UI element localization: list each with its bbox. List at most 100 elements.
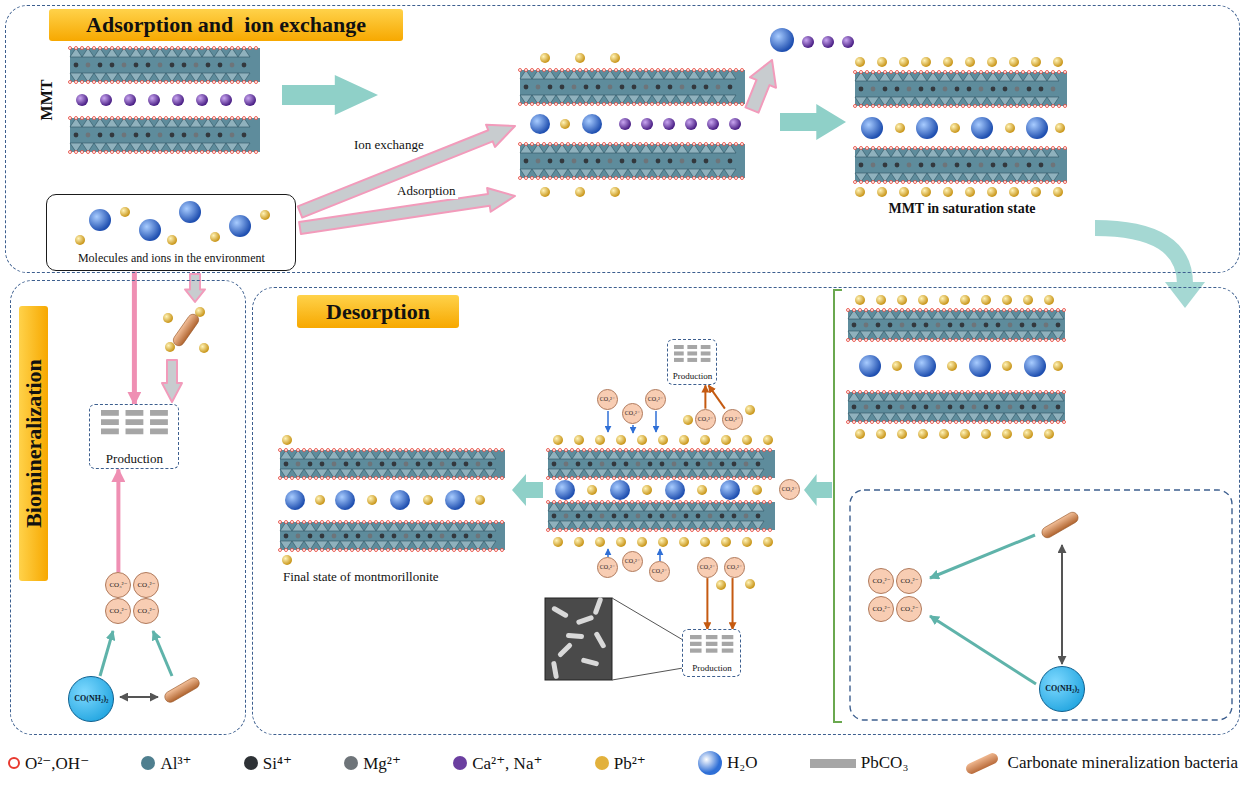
node-text: CO₃²⁻ [698, 416, 713, 422]
lead-ion [587, 485, 597, 495]
outlined-arrow [746, 60, 776, 113]
clay-layer [547, 501, 776, 532]
lead-ion [560, 119, 570, 129]
pbco3-bar [722, 642, 734, 646]
carbonate-ion: CO₃²⁻ [597, 389, 618, 410]
node-text: Production [106, 452, 163, 465]
exchangeable-cation [619, 118, 631, 130]
pbco3-bar [674, 345, 684, 349]
carbonate-ion: CO₃²⁻ [722, 409, 743, 430]
exchangeable-cation [802, 36, 814, 48]
lead-ion [987, 57, 997, 67]
pbco3-bar [701, 358, 711, 362]
water-molecule [179, 201, 201, 223]
pbco3-bar [690, 635, 702, 639]
lead-ion [540, 187, 550, 197]
region-outline [850, 490, 1232, 720]
water-molecule [1026, 117, 1048, 139]
sem-crystal [593, 597, 604, 616]
lead-ion [960, 295, 970, 305]
urea-molecule: CO(NH₂)₂ [68, 676, 114, 722]
water-molecule [390, 490, 410, 510]
lead-ion [199, 343, 209, 353]
water-molecule [285, 490, 305, 510]
lead-ion [120, 207, 130, 217]
carbonate-ion: CO₃²⁻ [622, 403, 643, 424]
lead-ion [1031, 187, 1041, 197]
water-molecule [530, 114, 550, 134]
node-text: CO₃²⁻ [782, 486, 797, 492]
water-molecule [971, 117, 993, 139]
exchangeable-cation [729, 118, 741, 130]
pbco3-bar [150, 420, 168, 426]
lead-ion [876, 429, 886, 439]
legend-swatch [595, 756, 609, 770]
lead-ion [943, 57, 953, 67]
legend-item: Al³⁺ [141, 753, 191, 774]
lead-ion [423, 495, 433, 505]
exchangeable-cation [685, 118, 697, 130]
water-molecule [861, 117, 883, 139]
legend-item: O²⁻,OH⁻ [8, 753, 89, 774]
carbonate-ion: CO₃²⁻ [896, 568, 922, 594]
pbco3-bar [674, 352, 684, 356]
legend-swatch [810, 759, 856, 768]
lead-ion [75, 235, 85, 245]
pbco3-bar [701, 352, 711, 356]
lead-ion [1031, 57, 1041, 67]
lead-ion [679, 435, 689, 445]
lead-ion [892, 361, 902, 371]
node-text: CO₃²⁻ [900, 578, 918, 585]
pbco3-bar [690, 642, 702, 646]
section-panel: Adsorption and ion exchangeMolecules and… [5, 5, 1240, 273]
lead-ion [679, 537, 689, 547]
water-molecule [720, 480, 740, 500]
node-text: CO(NH₂)₂ [74, 695, 108, 703]
lead-ion [616, 537, 626, 547]
sem-crystal [581, 657, 600, 666]
lead-ion [595, 537, 605, 547]
lead-ion [1044, 295, 1054, 305]
lead-ion [163, 313, 173, 323]
lead-ion [981, 429, 991, 439]
legend-text: Ca²⁺, Na⁺ [472, 753, 542, 774]
lead-ion [763, 537, 773, 547]
legend-item: Pb²⁺ [595, 753, 646, 774]
water-molecule [229, 215, 251, 237]
water-molecule [1024, 355, 1046, 377]
legend-item: H₂O [698, 751, 757, 775]
node-text: CO₃²⁻ [872, 606, 890, 613]
pbco3-bar [125, 420, 143, 426]
legend-swatch [453, 756, 467, 770]
lead-ion [575, 53, 585, 63]
pbco3-bar [101, 420, 119, 426]
lead-ion [1053, 187, 1063, 197]
mineral-label: MMT [38, 80, 56, 121]
water-molecule [665, 480, 685, 500]
urea-molecule: CO(NH₂)₂ [1039, 666, 1085, 712]
sem-crystal [551, 661, 559, 680]
exchangeable-cation [100, 94, 112, 106]
lead-ion [742, 537, 752, 547]
carbonate-ion: CO₃²⁻ [622, 551, 643, 572]
clay-layer [279, 521, 506, 552]
section-panel: BiomineralizationProductionCO₃²⁻CO₃²⁻CO₃… [10, 280, 246, 735]
illustration [69, 28, 1233, 722]
carbonate-ion: CO₃²⁻ [896, 596, 922, 622]
clay-layer [279, 449, 506, 480]
bacterium [1040, 510, 1080, 540]
pbco3-bar [701, 345, 711, 349]
lead-ion [899, 187, 909, 197]
pbco3-bar [688, 358, 698, 362]
lead-ion [921, 57, 931, 67]
lead-ion [721, 435, 731, 445]
lead-ion [658, 435, 668, 445]
lead-ion [763, 435, 773, 445]
carbonate-ion: CO₃²⁻ [697, 557, 718, 578]
pbco3-bar [150, 410, 168, 416]
node-text: CO₃²⁻ [625, 558, 640, 564]
lead-ion [658, 537, 668, 547]
small-arrow [100, 631, 113, 676]
legend-item: Carbonate mineralization bacteria [961, 753, 1238, 773]
legend-swatch [244, 756, 258, 770]
